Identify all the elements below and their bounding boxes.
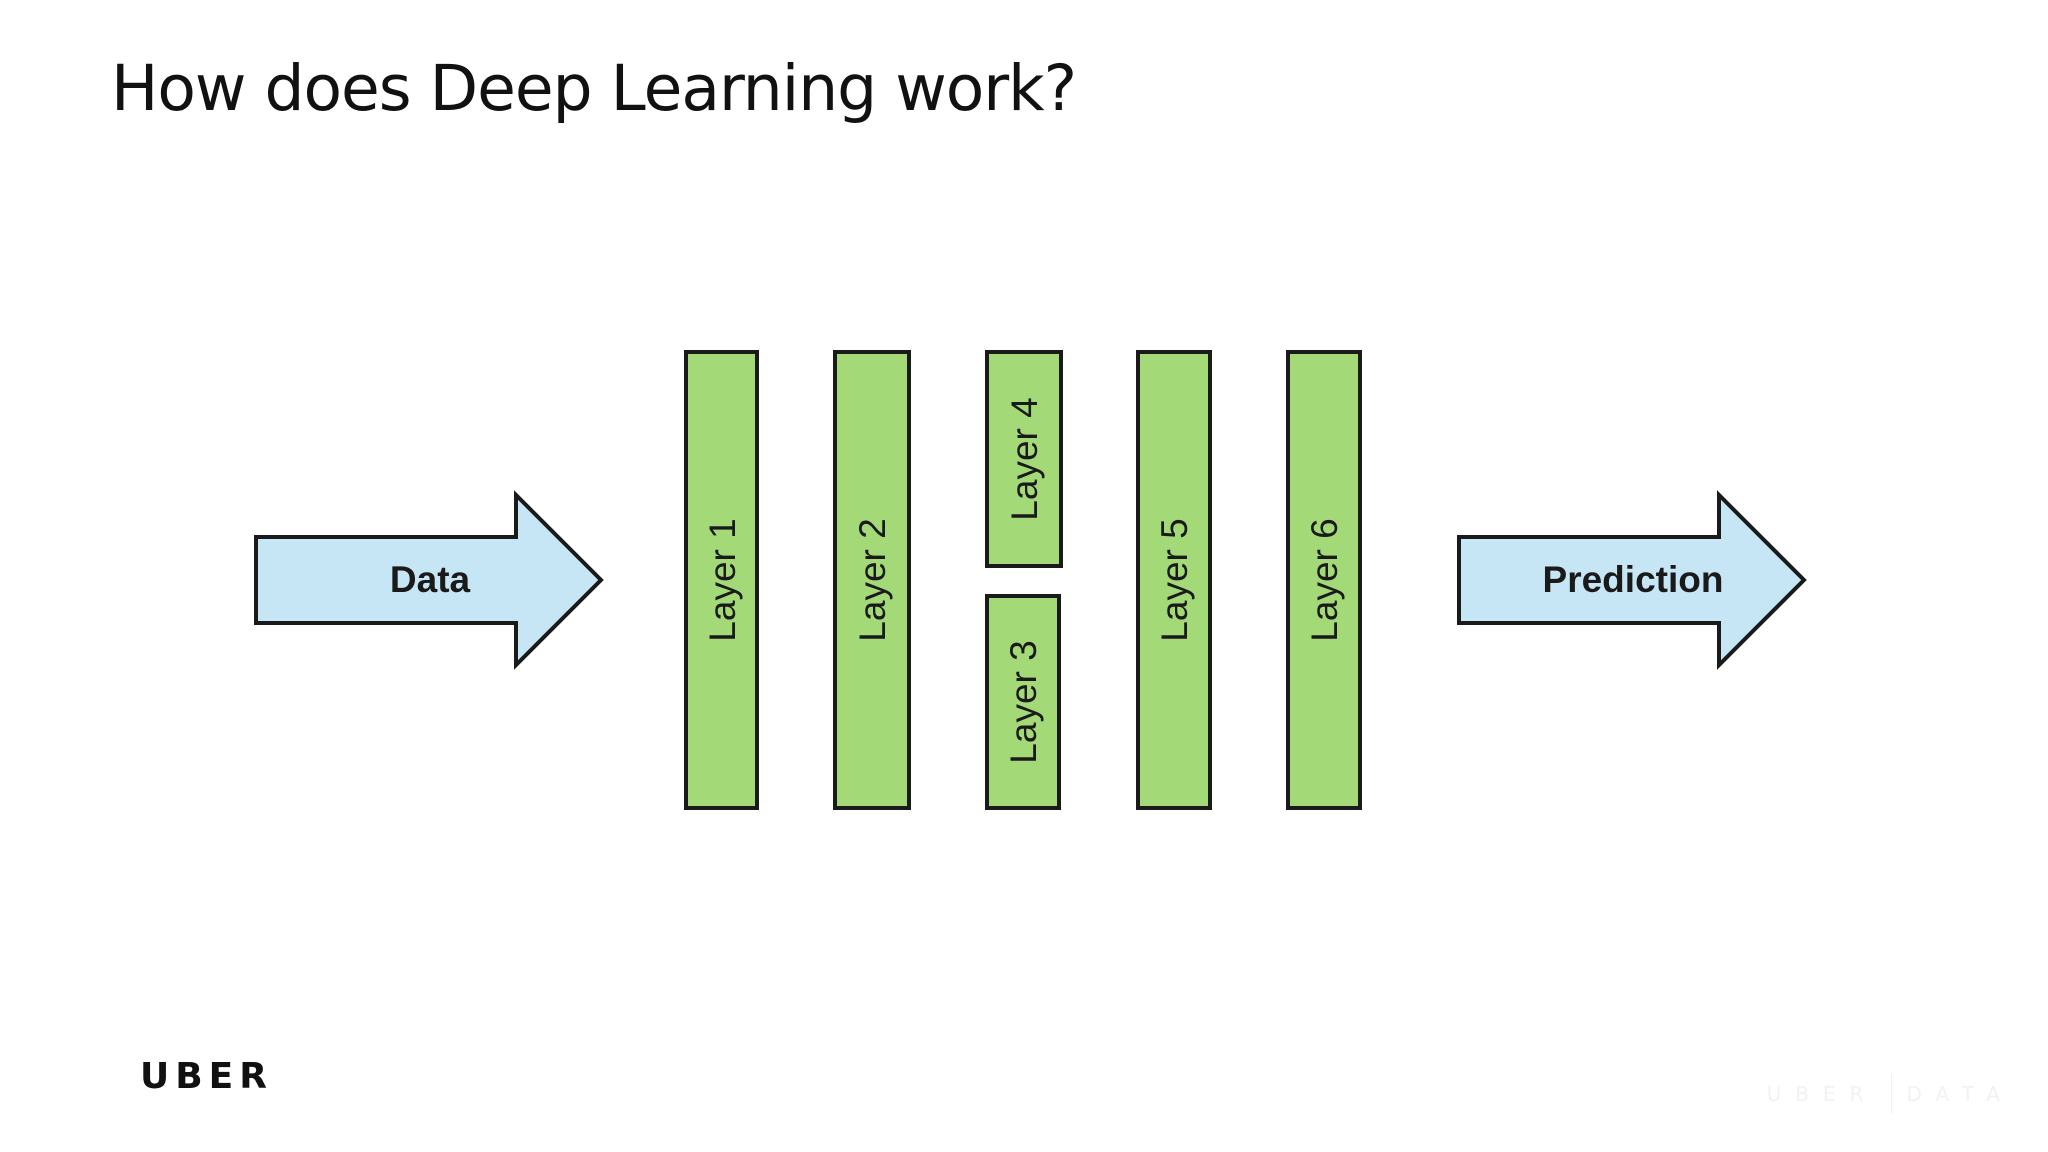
data-arrow: Data <box>254 490 604 670</box>
uber-data-watermark: UBER DATA <box>1767 1074 2014 1114</box>
layer-5: Layer 5 <box>1136 350 1212 810</box>
layer-6: Layer 6 <box>1286 350 1362 810</box>
watermark-right-text: DATA <box>1906 1082 2014 1106</box>
uber-logo: UBER <box>140 1056 273 1097</box>
watermark-left-text: UBER <box>1766 1082 1878 1106</box>
layer-6-label: Layer 6 <box>1304 518 1345 641</box>
slide-title: How does Deep Learning work? <box>111 52 1077 125</box>
layer-3-label: Layer 3 <box>1003 640 1044 763</box>
layer-6-box <box>1286 350 1362 810</box>
prediction-arrow-shape <box>1457 490 1807 670</box>
layer-5-box <box>1136 350 1212 810</box>
layer-1: Layer 1 <box>684 350 759 810</box>
data-arrow-shape <box>254 490 604 670</box>
layer-5-label: Layer 5 <box>1154 518 1195 641</box>
layer-3-box <box>985 594 1061 810</box>
prediction-arrow-label: Prediction <box>1543 559 1724 600</box>
layer-4-label: Layer 4 <box>1004 397 1045 520</box>
layer-2-label: Layer 2 <box>852 518 893 641</box>
layer-1-label: Layer 1 <box>702 518 743 641</box>
prediction-arrow: Prediction <box>1457 490 1807 670</box>
layer-1-box <box>684 350 759 810</box>
watermark-divider <box>1891 1074 1893 1114</box>
layer-3: Layer 3 <box>985 594 1061 810</box>
layer-4-box <box>985 350 1063 568</box>
data-arrow-label: Data <box>390 559 471 600</box>
layer-2: Layer 2 <box>833 350 911 810</box>
layer-2-box <box>833 350 911 810</box>
layer-4: Layer 4 <box>985 350 1063 568</box>
